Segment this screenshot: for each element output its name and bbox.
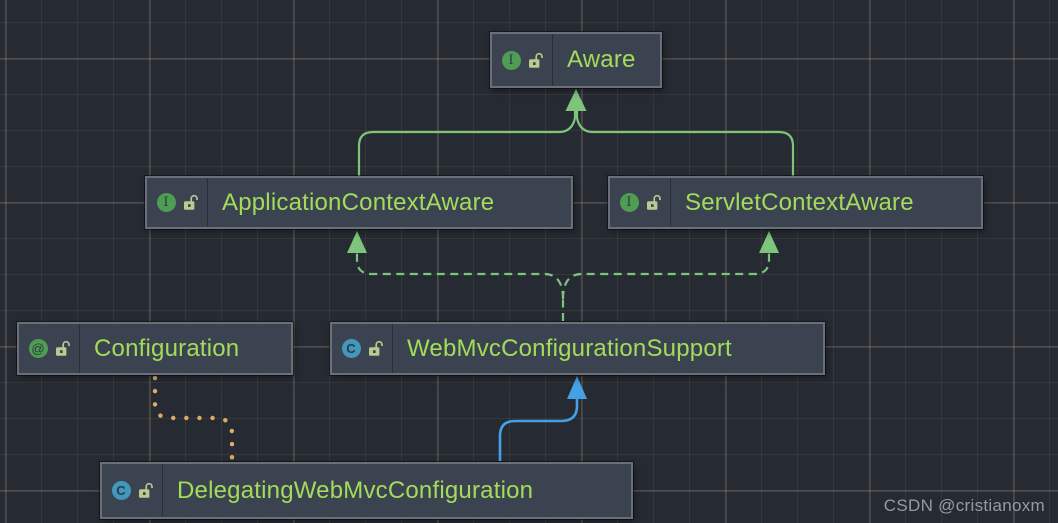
node-servletcontextaware[interactable]: I ServletContextAware (608, 176, 983, 229)
node-applicationcontextaware[interactable]: I ApplicationContextAware (145, 176, 573, 229)
interface-icon: I (501, 50, 521, 70)
edge-applicationcontextaware-extends-aware[interactable] (357, 111, 577, 177)
node-delegatingwebmvcconfiguration[interactable]: C DelegatingWebMvcConfiguration (100, 462, 633, 519)
unlocked-padlock-icon (55, 340, 70, 356)
edge-servletcontextaware-extends-aware[interactable] (565, 89, 795, 177)
watermark: CSDN @cristianoxm (883, 496, 1045, 515)
node-label: ServletContextAware (685, 188, 914, 216)
node-label: ApplicationContextAware (222, 188, 495, 216)
edge-configuration-annotates-delegatingwebmvcconfiguration[interactable] (152, 375, 235, 462)
node-icon-cell: I (492, 34, 553, 86)
interface-icon: I (156, 193, 176, 212)
node-label: Aware (567, 46, 636, 73)
extends-arrowhead (565, 89, 587, 111)
unlocked-padlock-icon (183, 194, 198, 210)
unlocked-padlock-icon (368, 340, 383, 356)
edge-delegatingwebmvcconfiguration-extends-webmvcconfigurationsupport[interactable] (498, 376, 587, 461)
annotation-icon: @ (28, 339, 48, 358)
edge-webmvcconfigurationsupport-implements-applicationcontextaware[interactable] (347, 231, 565, 321)
interface-icon: I (619, 193, 639, 212)
node-icon-cell: I (610, 178, 671, 227)
class-icon: C (111, 481, 131, 500)
node-label: DelegatingWebMvcConfiguration (177, 476, 534, 504)
unlocked-padlock-icon (528, 52, 543, 68)
node-aware[interactable]: I Aware (490, 32, 662, 88)
node-icon-cell: @ (19, 324, 80, 373)
node-icon-cell: I (147, 178, 208, 227)
unlocked-padlock-icon (138, 482, 153, 498)
edge-webmvcconfigurationsupport-implements-servletcontextaware[interactable] (561, 231, 779, 300)
implements-arrowhead (759, 231, 779, 253)
node-configuration[interactable]: @ Configuration (17, 322, 293, 375)
node-webmvcconfigurationsupport[interactable]: C WebMvcConfigurationSupport (330, 322, 825, 375)
unlocked-padlock-icon (646, 194, 661, 210)
extends-arrowhead (567, 376, 587, 399)
implements-arrowhead (347, 231, 367, 253)
node-label: Configuration (94, 334, 240, 362)
node-icon-cell: C (332, 324, 393, 373)
class-icon: C (341, 339, 361, 358)
node-label: WebMvcConfigurationSupport (407, 334, 732, 362)
node-icon-cell: C (102, 464, 163, 517)
